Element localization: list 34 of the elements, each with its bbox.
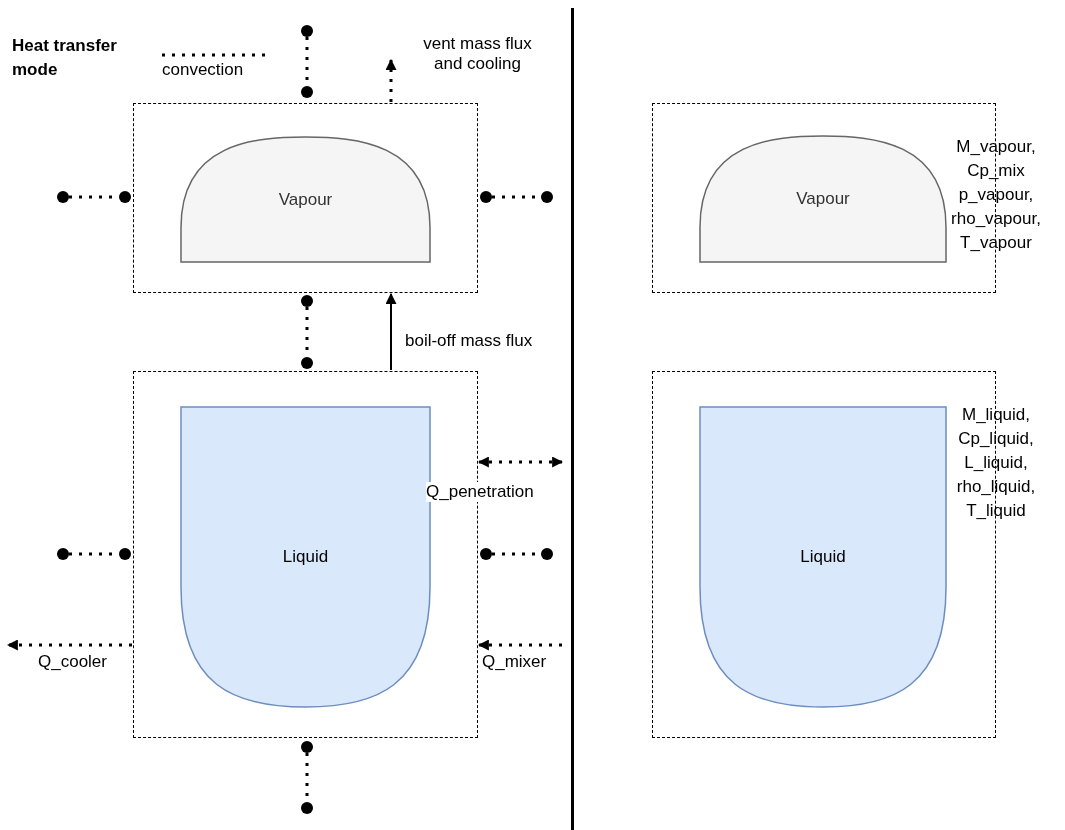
vapour-dome-shape [180,136,431,263]
edge-label: Q_mixer [482,652,547,672]
edge-label: Q_cooler [38,652,107,672]
variable-list: M_vapour, Cp_mix p_vapour, rho_vapour, T_vapour [944,135,1048,255]
legend-label: convection [162,60,244,80]
node-label: Liquid [799,547,847,567]
junction-dot [301,86,313,98]
junction-dot [57,548,69,560]
junction-dot [119,548,131,560]
variable-list: M_liquid, Cp_liquid, L_liquid, rho_liquid, T_liquid [944,403,1048,523]
junction-dot [480,548,492,560]
junction-dot [301,25,313,37]
junction-dot [301,741,313,753]
junction-dot [541,548,553,560]
vapour-dome-shape [699,135,947,263]
node-label: Vapour [277,189,334,210]
legend-title: Heat transfer mode [12,35,118,81]
node-label: Vapour [795,189,851,209]
arrow [477,639,562,651]
liquid-vessel-shape [699,406,947,708]
control-volume-box [133,103,478,293]
junction-dot [480,191,492,203]
junction-dot [57,191,69,203]
arrow [385,292,397,371]
junction-dot [301,357,313,369]
junction-dot [541,191,553,203]
junction-dot [301,295,313,307]
arrow [385,58,397,102]
junction-dot [119,191,131,203]
arrow [477,456,564,468]
node-label: Liquid [281,547,330,567]
junction-dot [301,802,313,814]
arrow [6,639,132,651]
edge-label: Q_penetration [426,482,534,502]
